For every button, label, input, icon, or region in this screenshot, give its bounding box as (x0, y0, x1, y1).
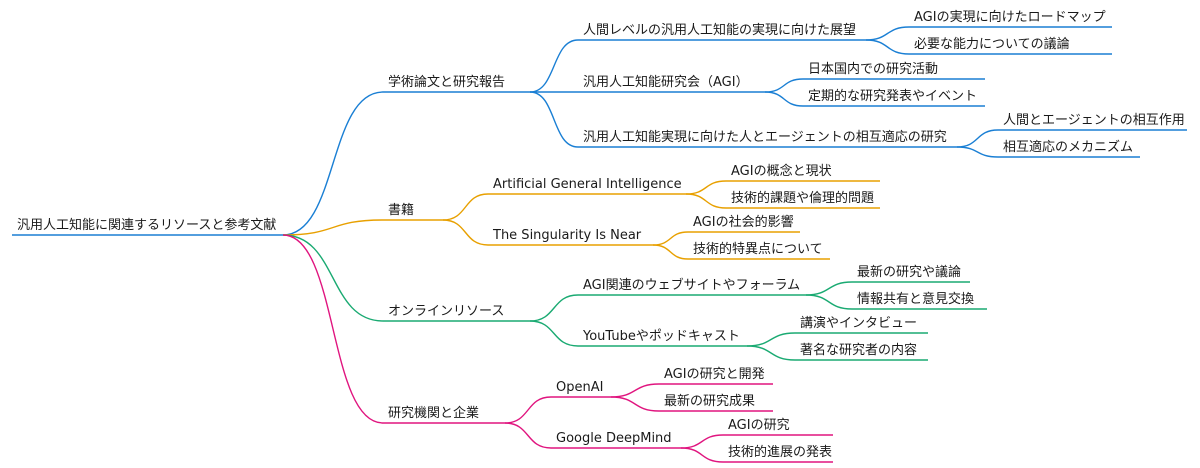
leaf-node: 技術的課題や倫理的問題 (731, 190, 874, 206)
leaf-connector (956, 129, 999, 148)
leaf-node: 相互適応のメカニズム (1003, 139, 1133, 155)
subtopic-node: OpenAI (556, 380, 603, 395)
leaf-node: 最新の研究や議論 (857, 264, 961, 280)
leaf-connector (865, 26, 910, 41)
leaf-connector (805, 294, 853, 310)
leaf-node: 情報共有と意見交換 (857, 291, 974, 307)
subtopic-node: Artificial General Intelligence (493, 177, 682, 192)
leaf-connector (746, 345, 796, 361)
leaf-connector (610, 383, 660, 398)
leaf-connector (746, 332, 796, 347)
subtopic-node: Google DeepMind (556, 431, 672, 446)
subtopic-connector (529, 39, 579, 93)
leaf-connector (680, 447, 724, 463)
branch-node: 研究機関と企業 (388, 405, 479, 421)
leaf-connector (685, 193, 727, 209)
leaf-node: AGIの概念と現状 (731, 163, 832, 179)
subtopic-connector (442, 193, 489, 221)
branch-connector (282, 91, 384, 236)
leaf-node: 日本国内での研究活動 (808, 61, 938, 77)
leaf-connector (685, 180, 727, 195)
leaf-node: AGIの実現に向けたロードマップ (914, 9, 1106, 25)
subtopic-node: 汎用人工知能実現に向けた人とエージェントの相互適応の研究 (583, 129, 947, 145)
leaf-node: 定期的な研究発表やイベント (808, 88, 977, 104)
leaf-connector (652, 231, 689, 246)
leaf-node: 必要な能力についての議論 (914, 36, 1070, 52)
branch-connector (282, 234, 384, 424)
subtopic-node: YouTubeやポッドキャスト (582, 329, 740, 344)
subtopic-node: 人間レベルの汎用人工知能の実現に向けた展望 (583, 22, 856, 38)
leaf-node: 講演やインタビュー (800, 315, 917, 331)
leaf-connector (610, 396, 660, 412)
subtopic-connector (529, 294, 579, 322)
branch-node: 学術論文と研究報告 (388, 74, 505, 90)
leaf-connector (956, 146, 999, 158)
subtopic-node: 汎用人工知能研究会（AGI） (583, 74, 749, 90)
subtopic-connector (504, 396, 552, 424)
subtopic-connector (529, 91, 579, 148)
branch-node: オンラインリソース (388, 304, 504, 319)
leaf-node: 人間とエージェントの相互作用 (1003, 113, 1185, 128)
branch-connector (282, 219, 384, 236)
leaf-node: AGIの社会的影響 (693, 214, 794, 230)
leaf-node: AGIの研究と開発 (664, 367, 765, 382)
leaf-connector (680, 434, 724, 449)
leaf-node: 技術的進展の発表 (728, 444, 832, 460)
leaf-connector (764, 78, 804, 93)
root-node: 汎用人工知能に関連するリソースと参考文献 (17, 217, 276, 233)
subtopic-connector (504, 422, 552, 449)
leaf-connector (865, 39, 910, 55)
leaf-node: 最新の研究成果 (664, 393, 755, 409)
subtopic-connector (529, 320, 579, 347)
leaf-connector (805, 281, 853, 296)
branch-node: 書籍 (388, 202, 414, 218)
leaf-connector (652, 244, 689, 260)
leaf-node: 技術的特異点について (693, 241, 823, 257)
leaf-connector (764, 91, 804, 107)
leaf-node: AGIの研究 (728, 418, 790, 433)
subtopic-connector (442, 219, 489, 246)
branch-connector (282, 234, 384, 322)
subtopic-node: AGI関連のウェブサイトやフォーラム (583, 277, 800, 293)
subtopic-node: The Singularity Is Near (492, 228, 642, 243)
leaf-node: 著名な研究者の内容 (800, 342, 917, 358)
